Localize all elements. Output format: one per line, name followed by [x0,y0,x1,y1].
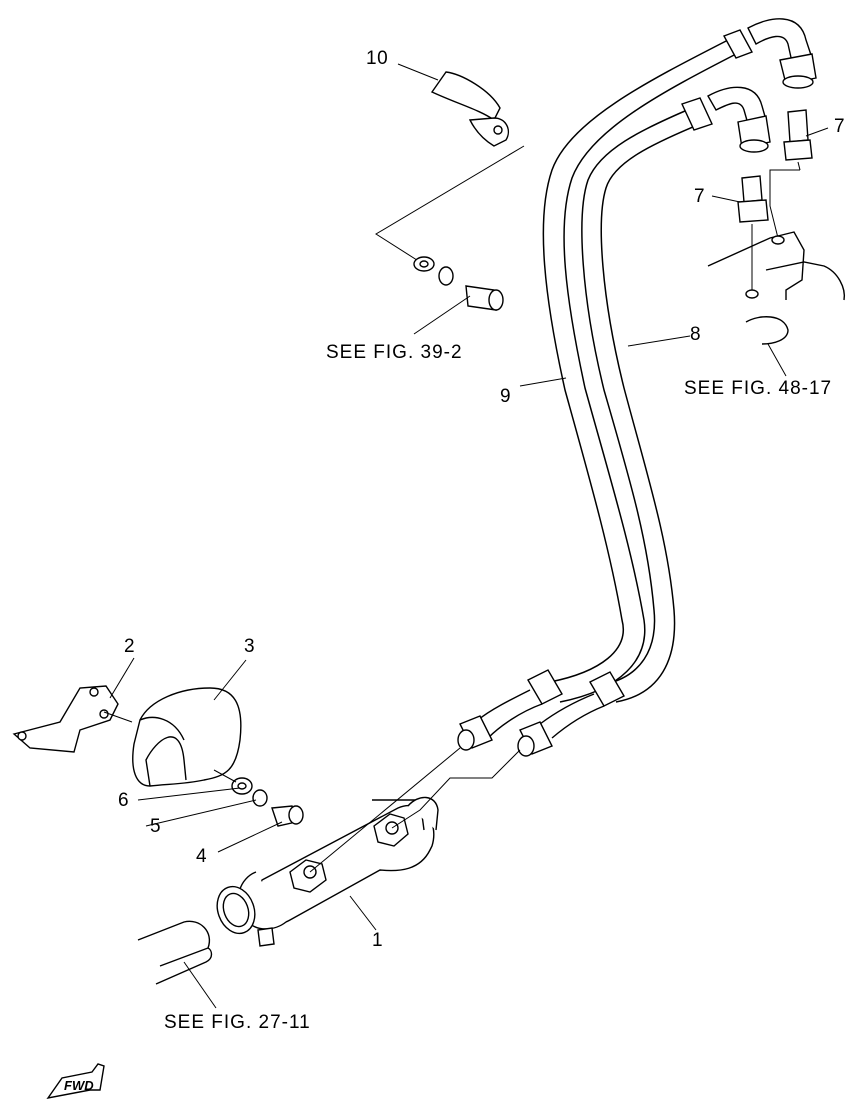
part-number-1: 1 [372,930,383,951]
part-number-5: 5 [150,816,161,837]
hose-lower-fittings [457,669,625,757]
fwd-arrow-icon: FWD [46,1063,105,1100]
part-number-8: 8 [690,324,701,345]
cooler-hose-leaders [309,747,521,873]
part-number-9: 9 [500,386,511,407]
mounting-base [707,231,845,377]
part-number-7-left: 7 [694,186,705,207]
part-number-2: 2 [124,636,135,657]
bracket-2 [12,685,119,753]
reference-fig-48-17: SEE FIG. 48-17 [684,378,832,399]
nipple-7-left [737,175,769,292]
hose-8-upper-fitting [681,86,771,153]
clamp-3 [132,687,242,787]
part-number-7-right: 7 [834,116,845,137]
leader-lines [109,63,829,931]
part-number-6: 6 [118,790,129,811]
part-number-3: 3 [244,636,255,657]
part-number-10: 10 [366,48,388,69]
clip-10 [375,71,525,311]
lower-tube [137,920,217,1009]
oil-cooler [216,796,439,947]
fwd-label: FWD [64,1078,94,1093]
nipple-7-right [769,109,813,239]
reference-fig-27-11: SEE FIG. 27-11 [164,1012,311,1033]
hose-9 [542,37,741,703]
hose-8 [581,107,701,703]
part-number-4: 4 [196,846,207,867]
hose-9-upper-fitting [722,18,817,89]
reference-fig-39-2: SEE FIG. 39-2 [326,342,463,363]
hardware-4-5-6 [231,777,304,827]
clamp-leader-lines [103,711,237,783]
